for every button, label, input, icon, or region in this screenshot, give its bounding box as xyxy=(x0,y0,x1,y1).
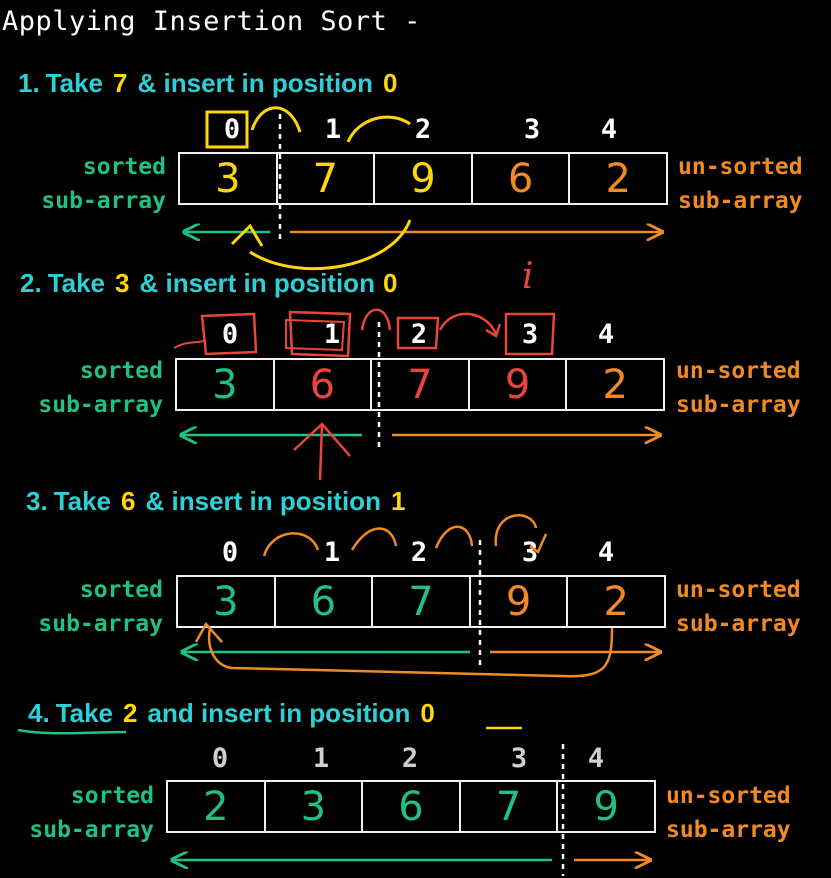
index-4: 4 xyxy=(597,319,615,350)
array-cell-0: 3 xyxy=(178,577,276,626)
sorted-subarray-label: sorted sub-array xyxy=(29,783,154,843)
index-2: 2 xyxy=(410,537,428,568)
shift-arc xyxy=(438,312,498,335)
pointer-arrowhead xyxy=(293,422,351,457)
step-position: 1 xyxy=(390,486,406,516)
array-cell-3: 9 xyxy=(470,360,568,409)
step-number: 1. xyxy=(18,68,40,98)
shift-arc xyxy=(434,525,474,549)
shift-arc xyxy=(360,308,392,331)
index-3: 3 xyxy=(521,319,539,350)
step-position: 0 xyxy=(382,68,398,98)
heading-underline xyxy=(17,728,127,735)
array-cell-2: 7 xyxy=(372,360,470,409)
step-value: 2 xyxy=(123,698,138,728)
step-1-heading: 1.Take 7 & insert in position 0 xyxy=(18,68,407,99)
step-value: 6 xyxy=(121,486,136,516)
step-3-heading: 3.Take 6 & insert in position 1 xyxy=(26,486,415,517)
array-cell-4: 2 xyxy=(602,361,628,408)
shift-arc xyxy=(250,106,302,133)
index-0: 0 xyxy=(211,743,229,774)
step-insert-text: & insert in position xyxy=(145,486,381,516)
step-take-text: Take xyxy=(55,698,114,728)
page-title: Applying Insertion Sort - xyxy=(2,6,421,37)
index-0: 0 xyxy=(223,114,241,145)
array-box: 3 6 7 9 2 xyxy=(176,575,666,628)
array-cell-3: 9 xyxy=(471,577,569,626)
index-2: 2 xyxy=(410,319,428,350)
index-1: 1 xyxy=(323,319,341,350)
step-number: 3. xyxy=(26,486,48,516)
array-cell-2: 7 xyxy=(373,577,471,626)
index-4: 4 xyxy=(597,537,615,568)
step-take-text: Take xyxy=(47,268,106,298)
index-1: 1 xyxy=(312,743,330,774)
step-insert-text: and insert in position xyxy=(147,698,411,728)
array-cell-1: 6 xyxy=(276,577,374,626)
step-number: 2. xyxy=(20,268,42,298)
pointer-i-label: i xyxy=(522,256,534,297)
shift-arc xyxy=(350,527,398,551)
step-take-text: Take xyxy=(45,68,104,98)
sorted-subarray-label: sorted sub-array xyxy=(41,154,166,214)
array-box: 2 3 6 7 9 xyxy=(166,780,656,833)
array-cell-3: 6 xyxy=(473,154,571,203)
step-value: 3 xyxy=(115,268,130,298)
array-cell-1: 6 xyxy=(275,360,373,409)
sorted-subarray-label: sorted sub-array xyxy=(38,358,163,418)
scribble xyxy=(173,339,207,349)
insert-path xyxy=(207,627,614,678)
array-cell-1: 7 xyxy=(278,154,376,203)
array-cell-2: 6 xyxy=(363,782,461,831)
array-cell-2: 9 xyxy=(375,154,473,203)
index-0: 0 xyxy=(221,319,239,350)
shift-arc xyxy=(346,115,411,143)
array-cell-0: 3 xyxy=(180,154,278,203)
swap-arc xyxy=(249,219,412,271)
array-box: 3 7 9 6 2 xyxy=(178,152,668,205)
array-cell-4: 2 xyxy=(605,155,631,202)
unsorted-subarray-label: un-sorted sub-array xyxy=(666,783,791,843)
index-4: 4 xyxy=(600,114,618,145)
index-1: 1 xyxy=(323,537,341,568)
step-position: 0 xyxy=(382,268,398,298)
array-cell-3: 7 xyxy=(461,782,559,831)
index-4: 4 xyxy=(587,743,605,774)
index-0: 0 xyxy=(221,537,239,568)
step-take-text: Take xyxy=(53,486,112,516)
shift-arc xyxy=(262,532,320,557)
index-3: 3 xyxy=(521,537,539,568)
step-4-heading: 4.Take 2 and insert in position 0 xyxy=(28,698,445,729)
array-cell-4: 2 xyxy=(603,578,629,625)
step-insert-text: & insert in position xyxy=(139,268,375,298)
array-cell-4: 9 xyxy=(593,783,619,830)
array-cell-1: 3 xyxy=(266,782,364,831)
unsorted-subarray-label: un-sorted sub-array xyxy=(676,358,801,418)
shift-arrowhead xyxy=(485,323,502,338)
index-1: 1 xyxy=(324,114,342,145)
sorted-subarray-label: sorted sub-array xyxy=(38,577,163,637)
swap-arrowhead xyxy=(230,223,264,247)
index-2: 2 xyxy=(414,114,432,145)
step-number: 4. xyxy=(28,698,50,728)
pointer-arrow xyxy=(318,423,324,481)
index-3: 3 xyxy=(523,114,541,145)
array-cell-0: 2 xyxy=(168,782,266,831)
unsorted-subarray-label: un-sorted sub-array xyxy=(678,154,803,214)
step-value: 7 xyxy=(113,68,128,98)
array-cell-0: 3 xyxy=(177,360,275,409)
unsorted-subarray-label: un-sorted sub-array xyxy=(676,577,801,637)
index-3: 3 xyxy=(510,743,528,774)
array-box: 3 6 7 9 2 xyxy=(175,358,665,411)
index-2: 2 xyxy=(401,743,419,774)
step-position: 0 xyxy=(420,698,435,728)
step-insert-text: & insert in position xyxy=(137,68,373,98)
